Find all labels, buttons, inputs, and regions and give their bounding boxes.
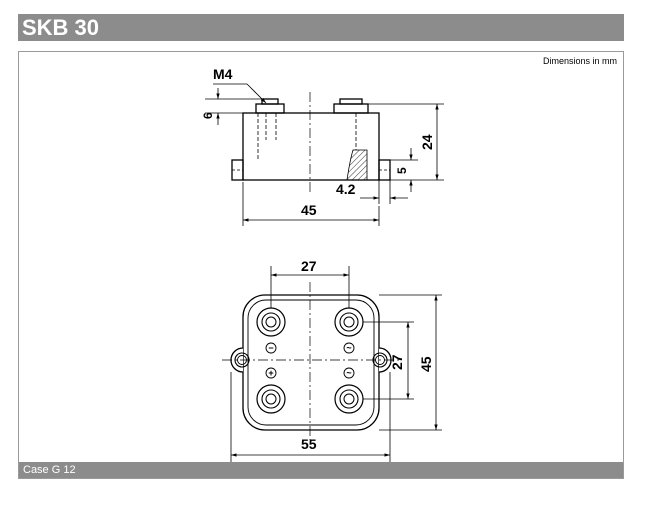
dim-side-width: 45 [301,202,317,218]
terminal-bottom-left [256,384,286,414]
side-view [231,92,391,192]
title-bar: SKB 30 [18,14,624,41]
dim-outer: 45 [418,356,434,372]
right-stud-top [339,98,363,105]
dim-stud-height: 6 [201,112,215,119]
page-title: SKB 30 [22,15,100,40]
section-hatch [346,149,368,181]
footer-bar: Case G 12 [19,462,623,478]
top-dimensions [230,266,442,462]
dimensions-note: Dimensions in mm [542,56,617,66]
symbol-ac1-ring [343,342,355,354]
dim-pitch: 27 [301,258,317,274]
drawing-frame: Dimensions in mm Case G 12 [18,51,624,479]
thread-label: M4 [213,66,233,82]
symbol-ac1: ~ [346,343,351,353]
left-stud [255,103,285,114]
symbol-plus: + [268,368,273,378]
terminal-top-right [334,307,364,337]
dim-hole: 4.2 [336,181,356,197]
symbol-ac2: ~ [346,368,351,378]
symbol-plus-ring [265,367,277,379]
dim-total-height: 24 [419,134,435,150]
side-dimensions [205,83,444,226]
dim-inner: 27 [389,354,405,370]
dim-flange-height: 5 [395,167,409,174]
right-stud [333,103,369,114]
top-view [222,282,400,440]
symbol-ac2-ring [343,367,355,379]
symbol-minus-ring [265,342,277,354]
terminal-top-left [256,307,286,337]
dim-length: 55 [301,436,317,452]
case-label: Case G 12 [23,464,76,476]
symbol-minus: − [268,343,273,353]
terminal-bottom-right [334,384,364,414]
